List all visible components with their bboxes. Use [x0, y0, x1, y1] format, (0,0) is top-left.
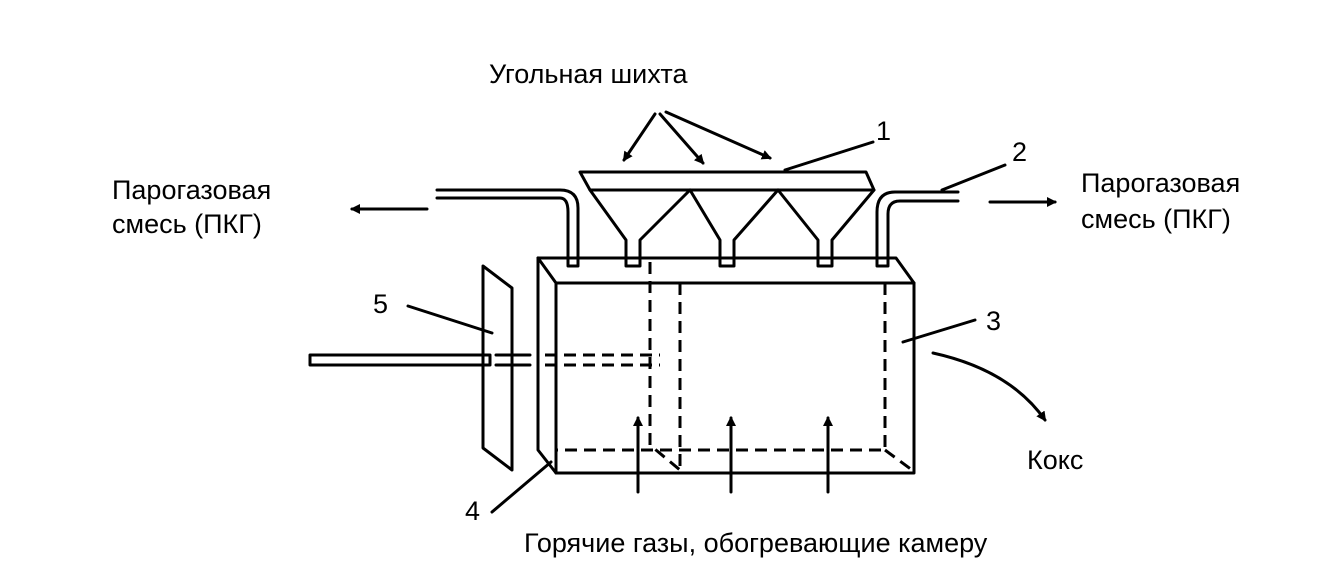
pusher-ram	[308, 353, 660, 367]
leader-1	[783, 140, 875, 172]
left-gas-pipe	[435, 188, 580, 268]
right-gas-pipe	[875, 190, 960, 268]
oven-door	[481, 264, 514, 472]
loading-hopper	[578, 170, 876, 268]
coking-chamber	[536, 256, 916, 475]
callout-2: 2	[1012, 137, 1028, 167]
coal-charge-arrows	[622, 110, 772, 165]
leader-3	[901, 318, 977, 344]
hot-gas-arrows	[633, 416, 833, 494]
vapor-gas-left-label-line1: Парогазовая	[112, 175, 272, 205]
vapor-gas-left-label-line2: смесь (ПКГ)	[112, 209, 262, 239]
callout-5: 5	[373, 289, 389, 319]
vapor-gas-right-label-line1: Парогазовая	[1081, 168, 1241, 198]
leader-5	[406, 304, 494, 335]
leader-2	[940, 163, 1007, 192]
callout-3: 3	[986, 306, 1002, 336]
callout-1: 1	[876, 116, 892, 146]
coke-arrow	[931, 351, 1047, 422]
hot-gases-label: Горячие газы, обогревающие камеру	[524, 528, 988, 558]
coal-charge-label: Угольная шихта	[489, 59, 688, 89]
coke-label: Кокс	[1027, 445, 1084, 475]
vapor-gas-right-label-line2: смесь (ПКГ)	[1081, 204, 1231, 234]
leader-4	[490, 460, 553, 514]
callout-4: 4	[465, 496, 481, 526]
